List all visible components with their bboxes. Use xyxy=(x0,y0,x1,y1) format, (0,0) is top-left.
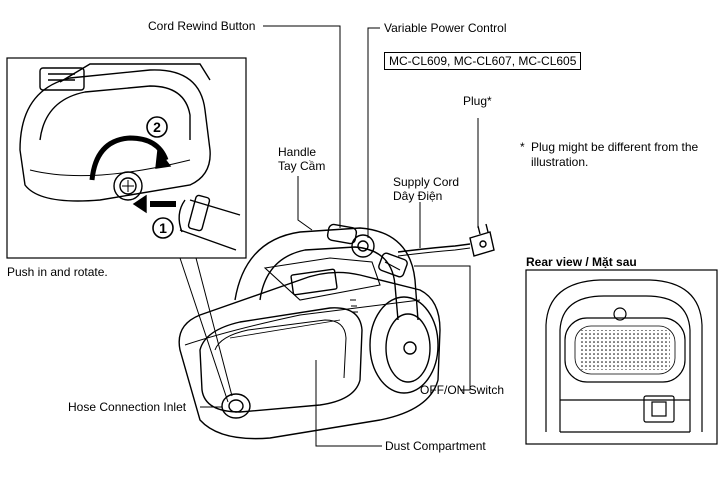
hose-inlet-label: Hose Connection Inlet xyxy=(68,400,187,414)
rear-view-title: Rear view / Mặt sau xyxy=(526,255,637,269)
model-numbers: MC-CL609, MC-CL607, MC-CL605 xyxy=(384,52,582,70)
off-on-switch-label: OFF/ON Switch xyxy=(420,383,505,397)
step-2-number: 2 xyxy=(153,119,161,135)
push-rotate-caption: Push in and rotate. xyxy=(7,265,108,279)
handle-label-vi: Tay Cầm xyxy=(278,159,326,173)
plug-label: Plug* xyxy=(463,94,492,108)
dust-compartment-label: Dust Compartment xyxy=(385,439,486,453)
supply-cord-label-en: Supply Cord xyxy=(393,175,460,189)
rear-filter-mesh xyxy=(580,330,670,370)
vacuum-body xyxy=(178,223,495,440)
variable-power-control-label: Variable Power Control xyxy=(384,21,507,35)
leader-lines xyxy=(179,25,479,447)
rear-view xyxy=(525,269,718,445)
inset-hose-detail xyxy=(6,57,247,259)
step-1-number: 1 xyxy=(159,220,167,236)
plug-note: Plug might be different from the illustr… xyxy=(531,140,699,169)
handle-label-en: Handle xyxy=(278,145,317,159)
supply-cord-label-vi: Dây Điện xyxy=(393,189,443,203)
plug-note-mark: * xyxy=(520,140,525,154)
cord-rewind-button-label: Cord Rewind Button xyxy=(148,19,256,33)
